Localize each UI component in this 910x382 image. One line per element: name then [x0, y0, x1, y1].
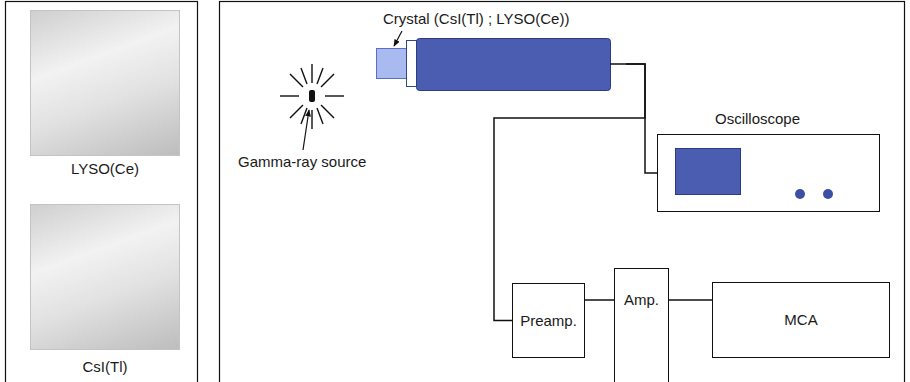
setup-panel: [220, 2, 905, 382]
scintillator-crystal: [377, 49, 407, 79]
node-label: Oscilloscope: [715, 110, 800, 128]
signal-wire: [585, 299, 614, 301]
crystal-photo: [30, 204, 180, 350]
process-box: MCA: [712, 282, 890, 358]
node-label: Preamp.: [520, 312, 577, 330]
node-label: Crystal (CsI(Tl) ; LYSO(Ce)): [383, 10, 569, 28]
leader-arrow: [303, 110, 309, 150]
signal-wire: [669, 299, 712, 301]
node-label: LYSO(Ce): [71, 160, 139, 178]
crystal-photo-panel: [6, 2, 198, 382]
detector-assembly: Crystal (CsI(Tl) ; LYSO(Ce)): [372, 10, 626, 96]
leader-arrow: [394, 31, 402, 46]
control-knob: [823, 189, 833, 199]
control-knob: [795, 189, 805, 199]
crystal-photo: [30, 10, 180, 156]
crystal-photo-box: CsI(Tl): [20, 198, 190, 380]
crystal-photo-box: LYSO(Ce): [20, 4, 190, 186]
oscilloscope-screen: [676, 149, 741, 195]
gamma-source-symbol: [280, 64, 344, 129]
pmt-window: [407, 41, 417, 87]
callout-label: Gamma-ray source: [238, 153, 366, 171]
node-label: MCA: [784, 311, 817, 329]
node-label: CsI(Tl): [83, 358, 128, 376]
process-box: Amp.: [614, 268, 669, 382]
signal-wire: [610, 63, 626, 65]
photomultiplier-tube: [417, 39, 611, 91]
oscilloscope-box: Oscilloscope: [657, 110, 880, 212]
process-box: Preamp.: [512, 283, 585, 358]
node-label: Amp.: [624, 291, 659, 309]
